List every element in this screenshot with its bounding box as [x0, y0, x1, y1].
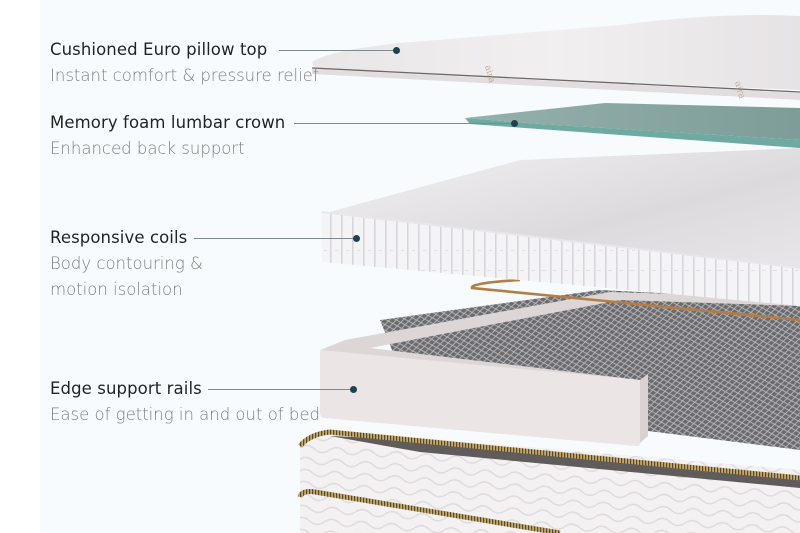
callout-title: Edge support rails	[50, 379, 202, 398]
memory-foam-layer	[465, 103, 800, 148]
svg-text:aira: aira	[732, 80, 746, 101]
callout-pillow-top: Cushioned Euro pillow top Instant comfor…	[50, 37, 319, 89]
leader-line-lumbar-crown	[294, 123, 514, 124]
callout-edge-rails: Edge support rails Ease of getting in an…	[50, 376, 320, 428]
callout-description: Instant comfort & pressure relief	[50, 66, 319, 85]
callout-title: Memory foam lumbar crown	[50, 113, 286, 132]
leader-dot-pillow-top	[393, 47, 400, 54]
callout-lumbar-crown: Memory foam lumbar crown Enhanced back s…	[50, 110, 285, 162]
leader-line-coils	[194, 238, 356, 239]
callout-description: Ease of getting in and out of bed	[50, 405, 320, 424]
coils-layer	[321, 148, 800, 306]
pillow-top-layer: aira aira	[311, 15, 800, 101]
leader-dot-lumbar-crown	[511, 120, 518, 127]
callout-coils: Responsive coils Body contouring & motio…	[50, 225, 203, 303]
callout-description: Body contouring &	[50, 254, 203, 273]
leader-dot-coils	[353, 235, 360, 242]
callout-title: Cushioned Euro pillow top	[50, 40, 268, 59]
leader-dot-edge-rails	[350, 386, 357, 393]
leader-line-pillow-top	[279, 50, 396, 51]
leader-line-edge-rails	[208, 389, 353, 390]
base-mattress	[297, 429, 800, 533]
edge-rail-layer	[320, 292, 800, 447]
svg-text:aira: aira	[482, 64, 496, 85]
callout-title: Responsive coils	[50, 228, 188, 247]
callout-description: motion isolation	[50, 280, 183, 299]
callout-description: Enhanced back support	[50, 139, 245, 158]
copper-wire-frame	[470, 278, 800, 322]
